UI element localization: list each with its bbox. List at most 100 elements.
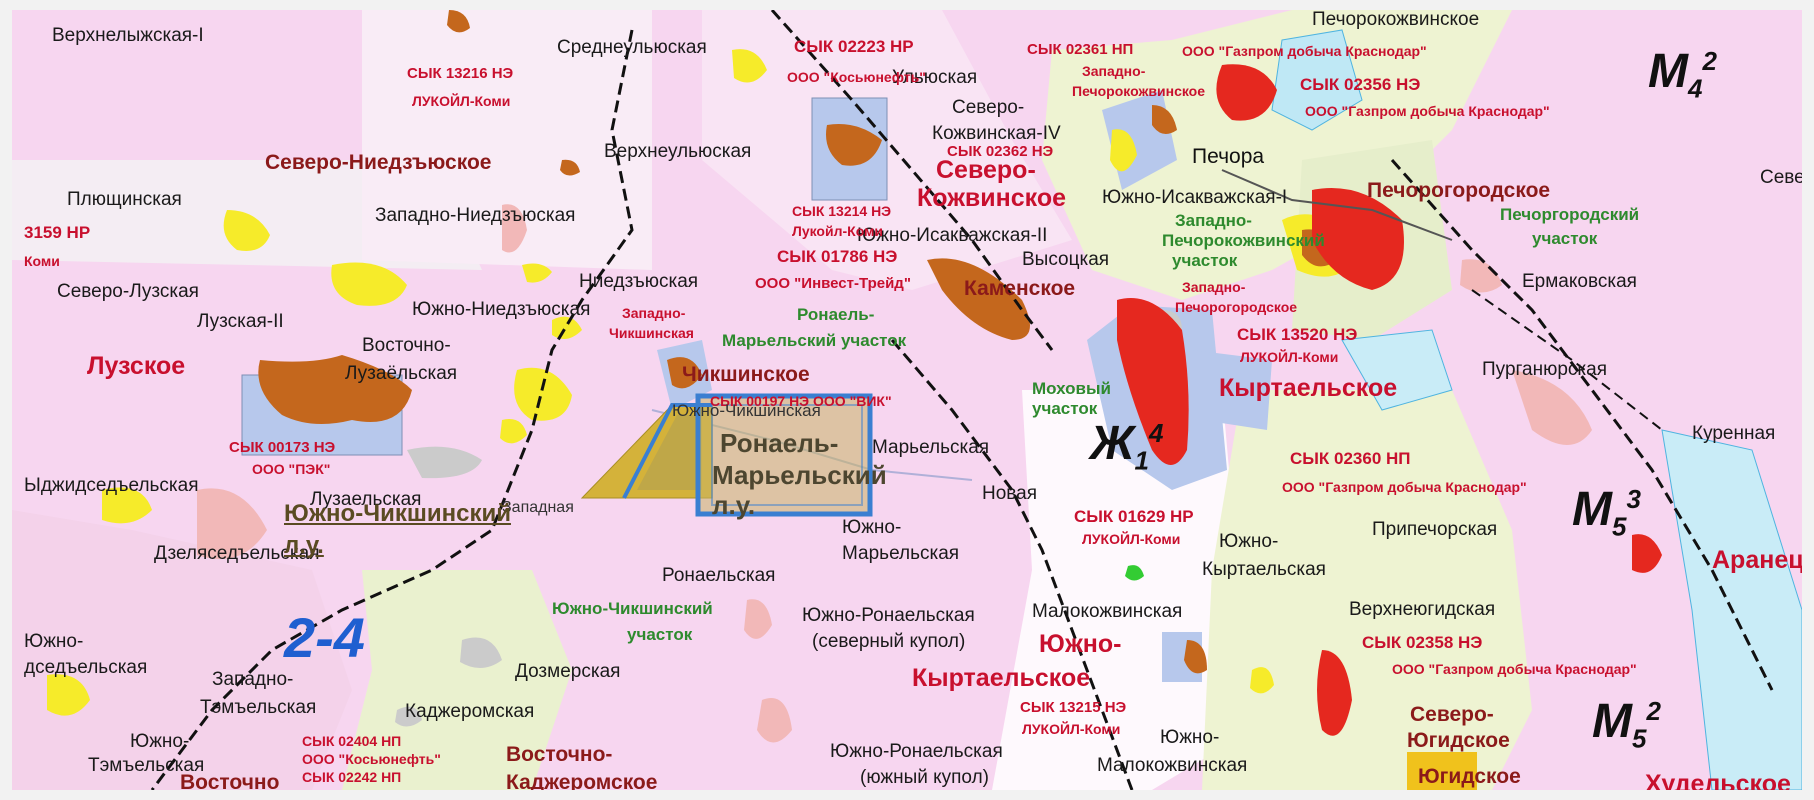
deposit-kyrtael xyxy=(1117,298,1189,465)
license-label: ООО "Газпром добыча Краснодар" xyxy=(1182,43,1427,59)
deposit-label: Печорогородское xyxy=(1367,179,1551,202)
field-label: Ыджидседъельская xyxy=(24,475,199,496)
field-label: Каджеромская xyxy=(405,701,535,722)
deposit-yugid-small xyxy=(1250,667,1274,694)
license-label: СЫК 00197 НЭ ООО "ВИК" xyxy=(710,393,892,409)
field-label: Пурганюрская xyxy=(1482,359,1607,380)
deposit-yuzhno-ronael-south xyxy=(757,698,792,743)
deposit-vostochno-luzael xyxy=(514,367,572,421)
block-label: Ронаель- xyxy=(797,305,875,324)
deposit-label: Южно- xyxy=(1039,630,1122,658)
zone-index-base: М xyxy=(1592,695,1632,748)
deposit-verkhneulyu xyxy=(826,124,882,166)
license-label: ООО "Газпром добыча Краснодар" xyxy=(1305,103,1550,119)
deposit-label: Западно- xyxy=(1082,63,1146,79)
deposit-plyushchin xyxy=(223,210,270,251)
deposit-label: Лузское xyxy=(87,352,186,380)
deposit-kamenskoe xyxy=(927,258,1030,340)
license-label: ЛУКОЙЛ-Коми xyxy=(1022,721,1121,737)
deposit-label: Северо- xyxy=(1410,703,1494,726)
license-label: ООО "Косьюнефть" xyxy=(302,751,441,767)
license-area-southwest xyxy=(12,510,352,790)
license-label: СЫК 02404 НП xyxy=(302,733,402,749)
field-label: Южно-Исакважская-I xyxy=(1102,187,1288,208)
license-label: СЫК 01629 НР xyxy=(1074,507,1194,526)
pale-green-area-kadzherom xyxy=(342,570,572,790)
highlight-ronael-block-inner xyxy=(711,404,863,506)
deposit-yuzhno-ronael-north xyxy=(744,599,772,639)
deposit-label: Югидское xyxy=(1407,729,1510,752)
field-label: Печорокожвинское xyxy=(1312,10,1480,30)
field-label: Север xyxy=(1760,167,1802,188)
field-label: Южно- xyxy=(130,731,190,752)
deposit-severo-luzskaya xyxy=(331,262,407,306)
field-label: Марьельская xyxy=(872,437,990,458)
block-label: участок xyxy=(627,625,693,644)
field-label: дседъельская xyxy=(24,657,148,678)
highlight-label-ronael-line1: Ронаель- xyxy=(720,428,839,458)
city-label-pechora: Печора xyxy=(1192,145,1265,168)
deposit-yuzhno-isakvazh xyxy=(1110,129,1137,172)
deposit-label: Восточно xyxy=(180,771,280,790)
field-label: (южный купол) xyxy=(860,767,989,788)
deposit-sredneulyu xyxy=(732,49,767,83)
block-label: Печоргородский xyxy=(1500,205,1640,224)
zone-index-label: Ж14 xyxy=(1090,420,1163,474)
zone-index-sup: 2 xyxy=(1646,696,1661,726)
field-label: Южно- xyxy=(24,631,84,652)
deposit-pechorokozhvin xyxy=(1216,64,1277,121)
zone-index-sup: 4 xyxy=(1148,418,1164,448)
field-label: Новая xyxy=(982,483,1038,504)
license-label: ООО "Косьюнефть" xyxy=(787,69,926,85)
zone-index-sub: 5 xyxy=(1631,723,1647,754)
license-label: СЫК 13214 НЭ xyxy=(792,203,892,219)
deposit-label: Каджеромское xyxy=(506,771,658,790)
field-label: Дзеляседъельская xyxy=(154,543,320,564)
license-label: ЛУКОЙЛ-Коми xyxy=(412,93,511,109)
deposit-kurennaya xyxy=(1512,370,1592,445)
railway-north xyxy=(770,10,1054,351)
deposit-severo-yugid xyxy=(1317,650,1352,736)
field-label: Кыртаельская xyxy=(1202,559,1326,580)
deposit-zapadno-pechorokozhvin xyxy=(1152,105,1177,134)
field-label: Ульюская xyxy=(892,67,978,88)
deposit-label: Северо- xyxy=(936,156,1036,184)
blue-block-kyrtael-east xyxy=(1192,350,1272,430)
highlight-label-south-chikshin-line2: л.у. xyxy=(284,532,324,559)
pale-green-area-pechora xyxy=(1042,10,1512,300)
deposit-luzael xyxy=(407,446,482,479)
zone-index-base: М xyxy=(1572,483,1612,536)
deposit-label: Западно- xyxy=(622,305,686,321)
hatched-area-purgan xyxy=(1341,329,1453,411)
zone-index-sub: 4 xyxy=(1687,73,1703,104)
deposit-south-kyrtael xyxy=(1184,640,1207,674)
license-label: Коми xyxy=(24,253,60,269)
license-label: СЫК 02358 НЭ xyxy=(1362,633,1483,652)
deposit-label: Худельское xyxy=(1645,770,1791,791)
field-label: Южно-Ниедзъюская xyxy=(412,299,591,320)
license-label: 3159 НР xyxy=(24,223,91,242)
field-label: Южно-Ронаельская xyxy=(830,741,1003,762)
license-label: СЫК 02360 НП xyxy=(1290,449,1411,468)
deposit-label: Кыртаельское xyxy=(1219,374,1398,402)
block-label: Печорокожвинский xyxy=(1162,231,1325,250)
deposit-label: Кыртаельское xyxy=(912,664,1091,692)
field-label: Южно-Ронаельская xyxy=(802,605,975,626)
deposit-label: Печорогородское xyxy=(1175,299,1298,315)
field-label: Припечорская xyxy=(1372,519,1498,540)
license-area-13216 xyxy=(362,10,652,270)
field-label: Северо- xyxy=(952,97,1025,118)
deposit-green xyxy=(1125,565,1144,581)
zone-index-sup: 2 xyxy=(1702,46,1717,76)
field-label: Дозмерская xyxy=(515,661,621,682)
deposit-top-small xyxy=(447,10,470,33)
license-label: СЫК 02356 НЭ xyxy=(1300,75,1421,94)
deposit-chikshin xyxy=(667,357,702,389)
road-pechora xyxy=(1221,169,1453,241)
map-graphics xyxy=(12,10,1802,790)
license-label: СЫК 13215 НЭ xyxy=(1020,699,1127,716)
block-label: участок xyxy=(1032,399,1098,418)
field-label: (северный купол) xyxy=(812,631,966,652)
deposit-dozmer xyxy=(460,637,502,669)
